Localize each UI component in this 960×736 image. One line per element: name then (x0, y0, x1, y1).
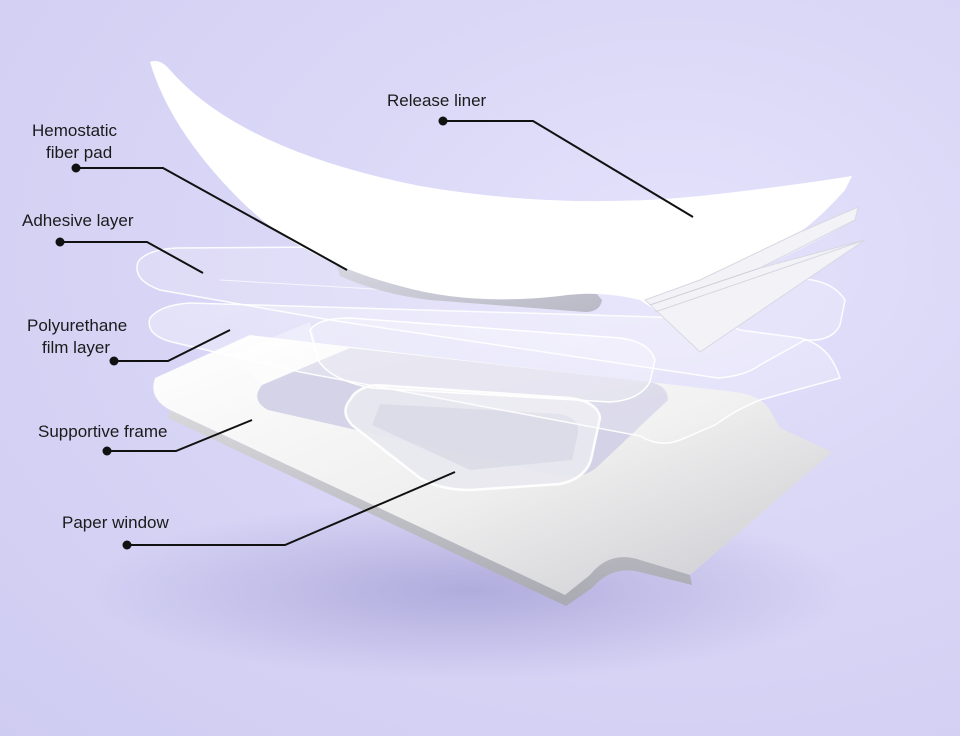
release-liner-shape (150, 61, 866, 353)
label-polyurethane-film-layer: Polyurethane film layer (27, 315, 127, 359)
leader-lines (60, 120, 694, 546)
leader-polyurethane-film (114, 329, 231, 362)
leader-paper-window (127, 471, 456, 546)
label-paper-window: Paper window (62, 513, 169, 532)
leader-dots (55, 116, 448, 550)
label-hemostatic-line1: Hemostatic (32, 121, 118, 140)
dot-supportive-frame (102, 446, 112, 456)
leader-hemostatic-pad (76, 167, 348, 271)
dot-hemostatic-pad (71, 163, 81, 173)
label-adhesive-layer: Adhesive layer (22, 211, 134, 230)
leader-supportive-frame (107, 419, 253, 452)
label-release-liner: Release liner (387, 91, 487, 110)
polyurethane-film-shape (148, 302, 841, 444)
label-polyurethane-line2: film layer (42, 338, 111, 357)
label-polyurethane-line1: Polyurethane (27, 316, 128, 335)
dot-release-liner (438, 116, 448, 126)
leader-adhesive-layer (60, 241, 204, 274)
label-hemostatic-line2: fiber pad (46, 143, 113, 162)
dot-polyurethane-film (109, 356, 119, 366)
label-hemostatic-fiber-pad: Hemostatic fiber pad (32, 120, 117, 164)
label-supportive-frame: Supportive frame (38, 422, 168, 441)
leader-release-liner (443, 120, 694, 218)
dot-adhesive-layer (55, 237, 65, 247)
dot-paper-window (122, 540, 132, 550)
